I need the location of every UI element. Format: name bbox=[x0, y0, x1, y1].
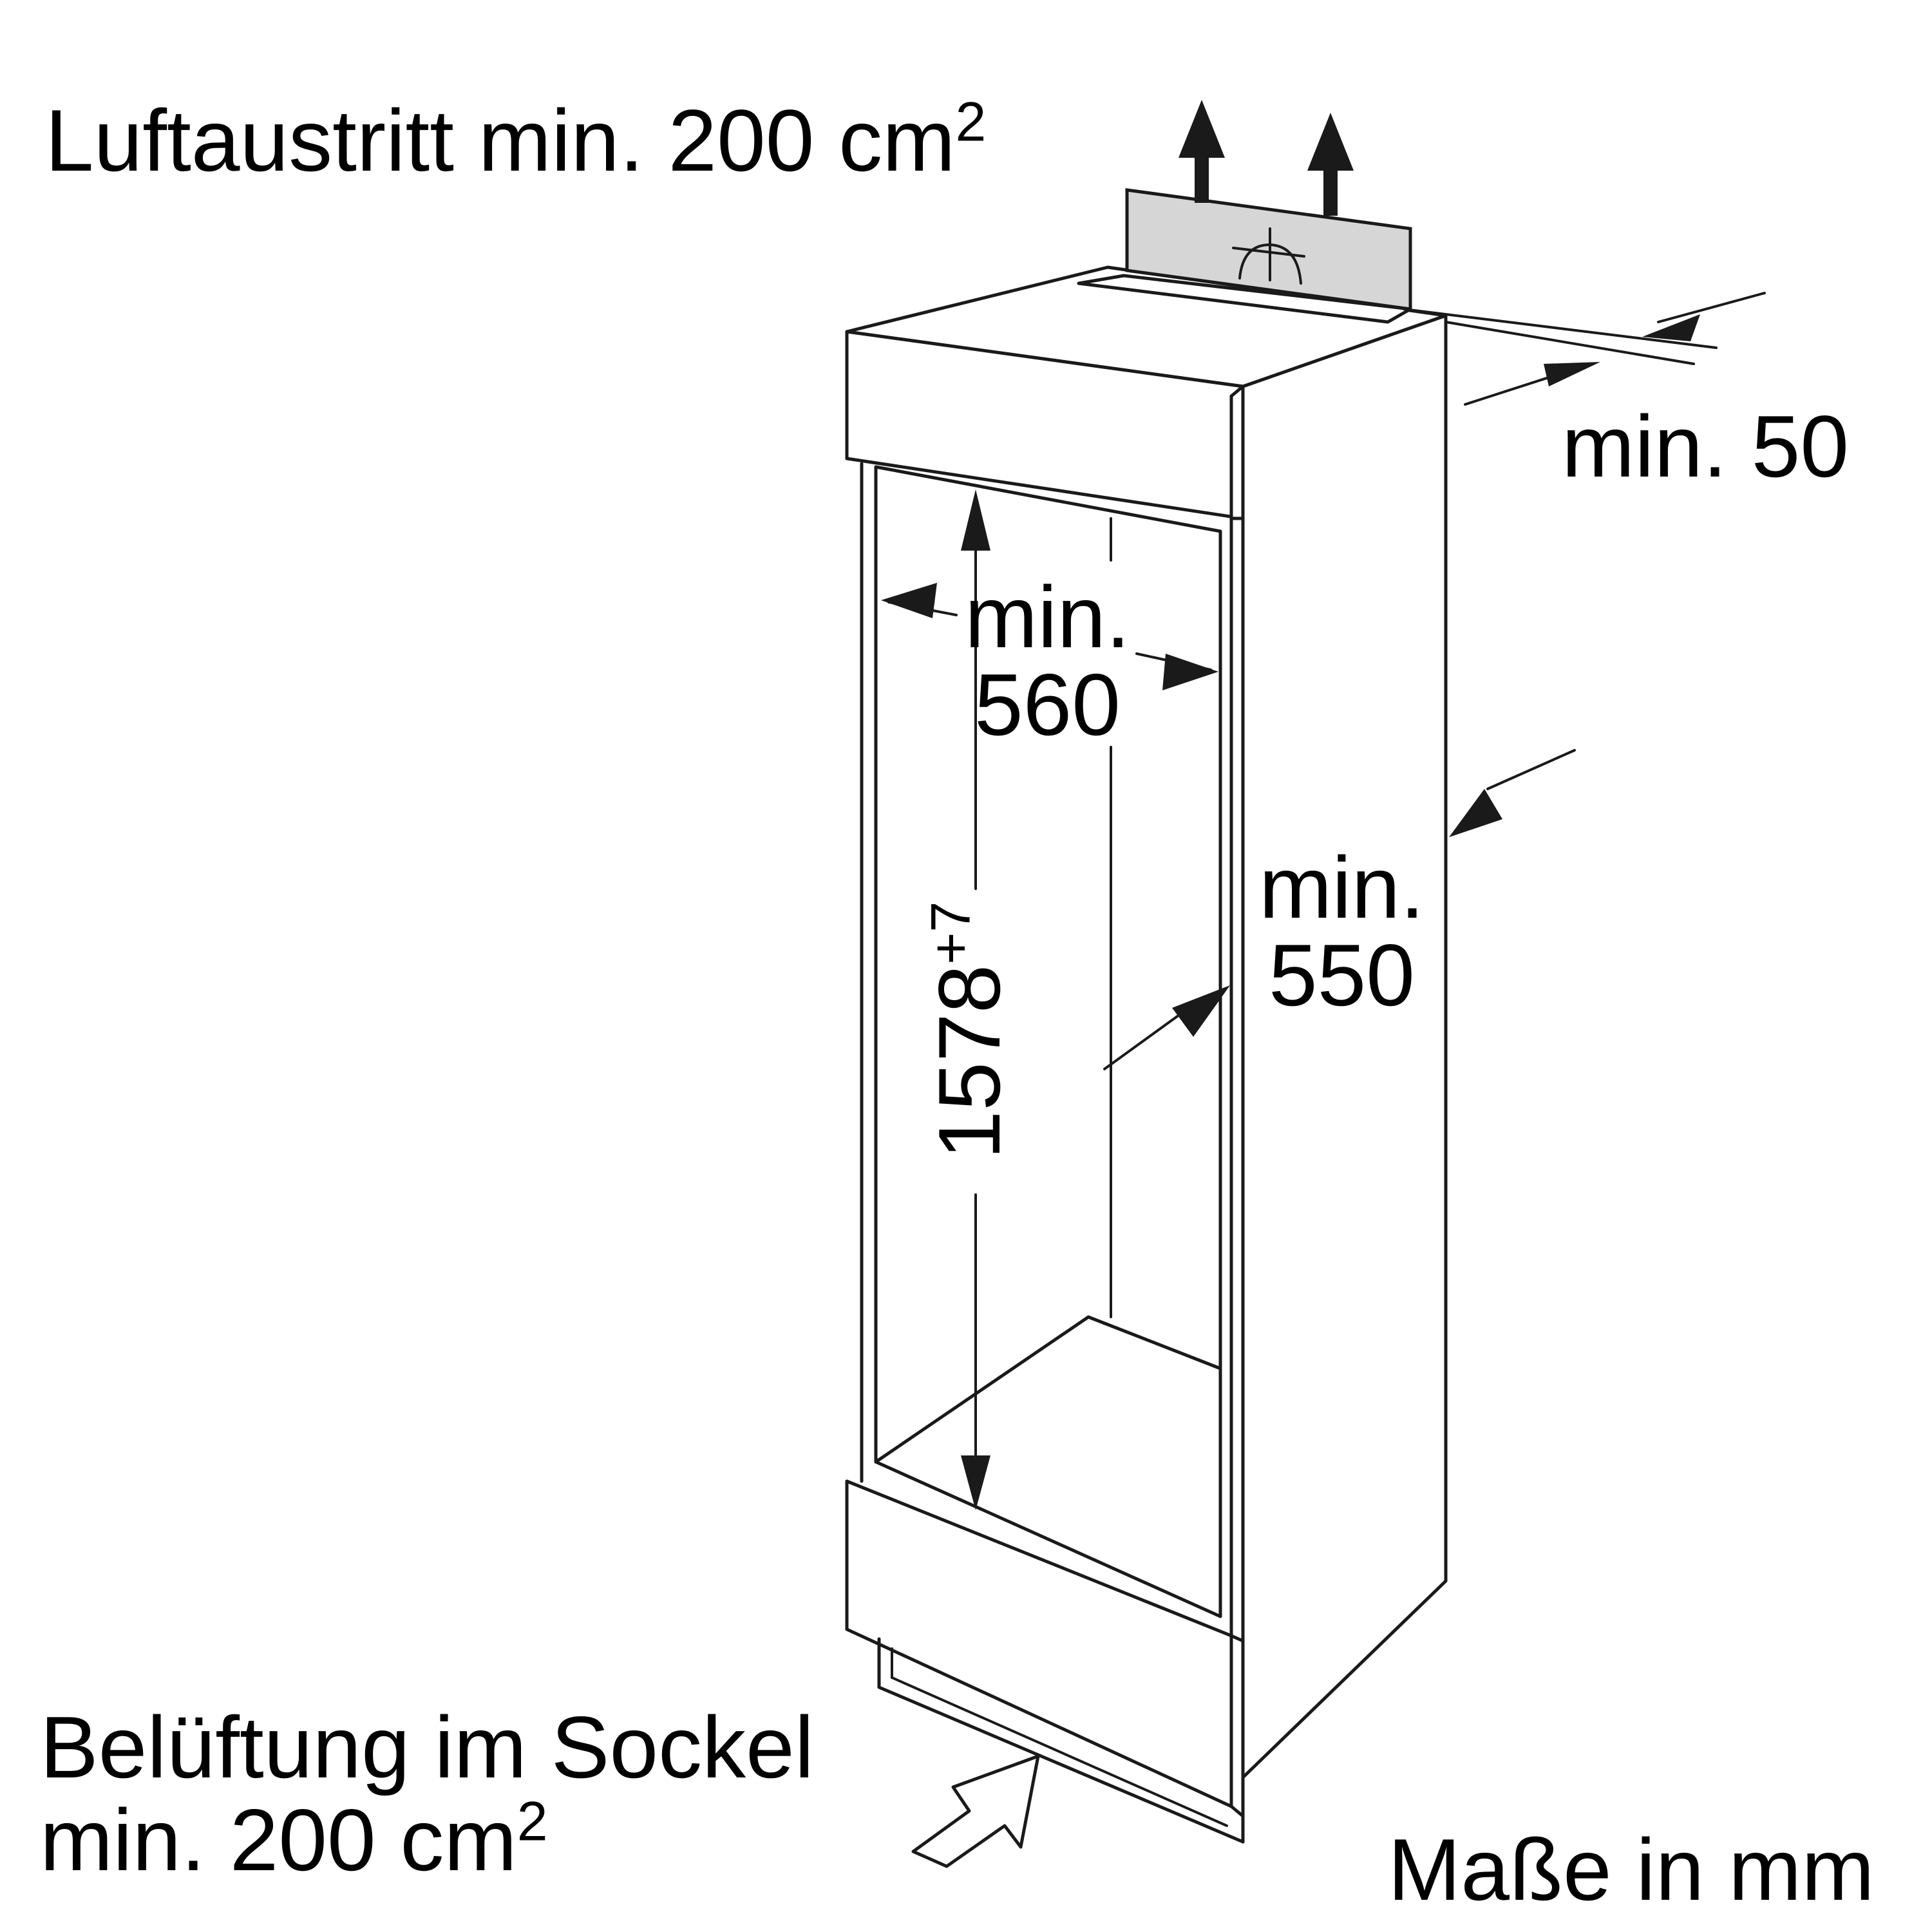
air-outlet-text: Luftaustritt min. 200 cm bbox=[45, 91, 956, 189]
units-label: Maße in mm bbox=[1388, 1821, 1875, 1918]
width-label: min. 560 bbox=[965, 573, 1130, 748]
base-vent-line2: min. 200 cm2 bbox=[40, 1794, 814, 1884]
top-gap-dimension bbox=[1403, 292, 1766, 406]
air-outlet-superscript: 2 bbox=[955, 91, 987, 153]
width-label-line2: 560 bbox=[974, 656, 1121, 753]
arrow-diagonal-icon bbox=[911, 1754, 1040, 1868]
base-vent-superscript: 2 bbox=[516, 1790, 548, 1853]
depth-dimension bbox=[1103, 749, 1576, 1070]
plinth-inner bbox=[891, 1647, 1228, 1827]
arrow-up-icon bbox=[1307, 113, 1354, 216]
depth-label-line2: 550 bbox=[1269, 926, 1415, 1024]
height-label: 1578+7 bbox=[920, 902, 1018, 1160]
fan-vent-icon bbox=[1232, 227, 1305, 285]
depth-label-line1: min. bbox=[1259, 838, 1425, 936]
width-dimension bbox=[881, 583, 1218, 690]
air-outlet-label: Luftaustritt min. 200 cm2 bbox=[45, 95, 986, 184]
width-label-line1: min. bbox=[965, 568, 1130, 666]
base-vent-label: Belüftung im Sockel min. 200 cm2 bbox=[40, 1703, 814, 1884]
top-gap-label: min. 50 bbox=[1562, 397, 1849, 495]
base-vent-line1: Belüftung im Sockel bbox=[40, 1698, 814, 1796]
height-value: 1578 bbox=[920, 964, 1018, 1160]
arrow-up-icon bbox=[1179, 100, 1225, 203]
upper-panel-edge bbox=[1229, 384, 1245, 520]
niche-floor bbox=[874, 1315, 1222, 1464]
base-vent-line2-text: min. 200 cm bbox=[40, 1791, 517, 1889]
height-dimension bbox=[961, 489, 990, 1510]
cabinet-side-wall bbox=[1241, 314, 1448, 1779]
lower-panel-edge bbox=[1229, 1634, 1245, 1818]
height-tolerance: +7 bbox=[920, 901, 982, 965]
depth-label: min. 550 bbox=[1259, 844, 1425, 1019]
niche-opening bbox=[874, 465, 1222, 1618]
